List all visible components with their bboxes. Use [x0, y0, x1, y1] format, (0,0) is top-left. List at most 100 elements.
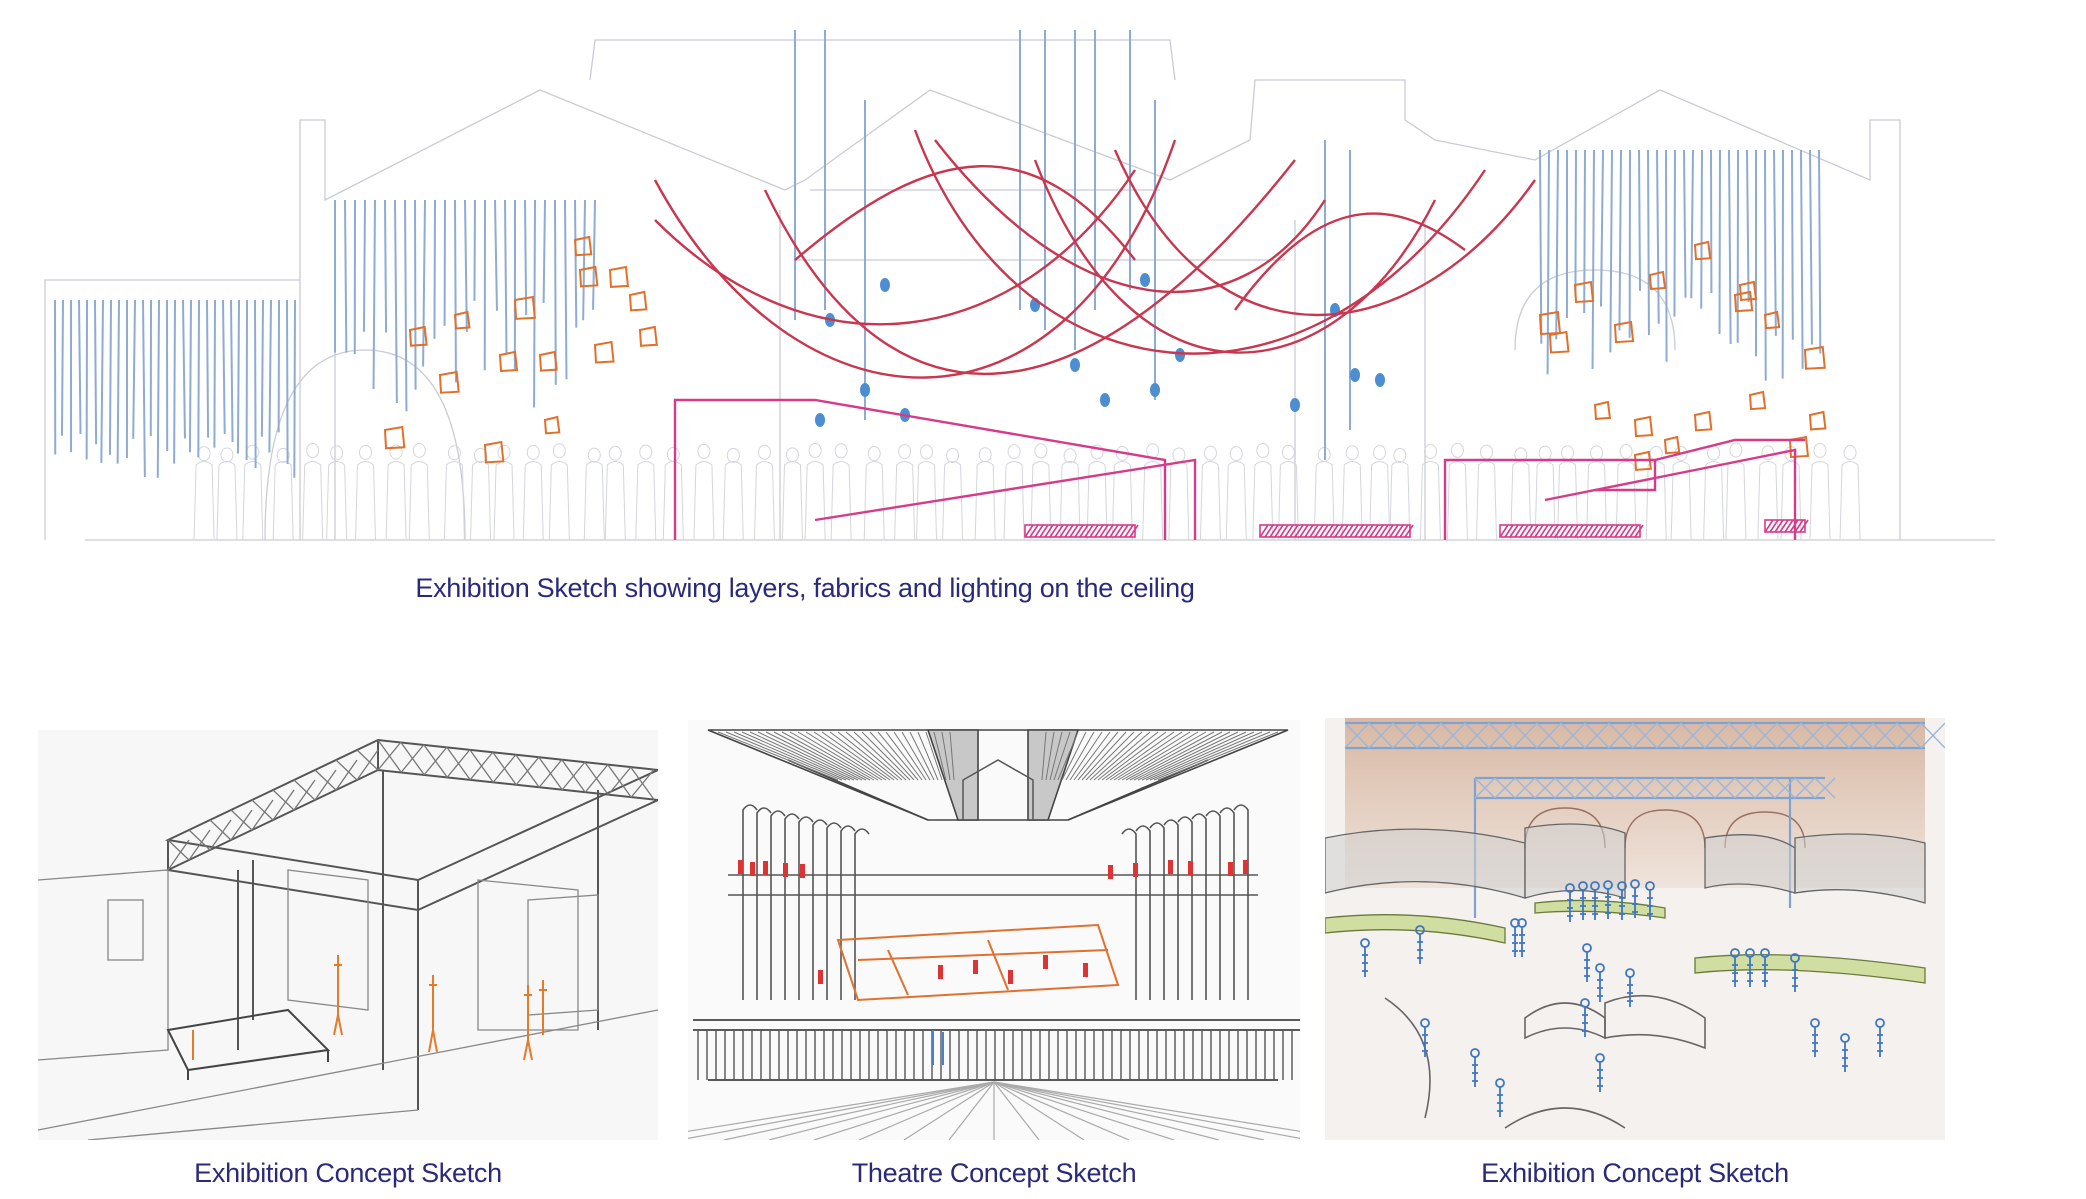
person-body [830, 461, 852, 541]
audience-figure [1168, 860, 1173, 874]
arch-column [770, 810, 786, 1000]
brace [1494, 777, 1516, 799]
figure-body [1417, 934, 1423, 964]
arch-column [1149, 822, 1165, 1000]
person-body [1059, 461, 1081, 541]
brace [423, 746, 448, 776]
bench-hatch [1044, 524, 1054, 538]
roof-hatch [749, 731, 855, 781]
person-body [1341, 461, 1363, 541]
fabric-strand [344, 199, 348, 353]
bench-hatch [1079, 524, 1089, 538]
orange-frame [408, 325, 428, 347]
brace [335, 759, 358, 791]
audience-figure [1108, 865, 1113, 879]
roof-hatch [1089, 731, 1143, 781]
brace [209, 819, 232, 851]
theatre-perspective-sketch-drawing [688, 720, 1300, 1140]
fabric-strand [1638, 149, 1642, 291]
fabric-strand [1690, 149, 1694, 299]
person-body [193, 461, 215, 541]
pink-hatched-benches [1024, 519, 1809, 538]
person-body [1809, 461, 1831, 541]
bench-hatch [1574, 524, 1584, 538]
roof-hatch [869, 731, 915, 781]
fabric-strand [60, 299, 64, 436]
bench-hatch [1614, 524, 1624, 538]
fabric-strand [433, 199, 436, 339]
audience-figure [1083, 963, 1088, 977]
bench-hatch [1779, 519, 1789, 533]
brace [1734, 777, 1756, 799]
brace [1800, 722, 1826, 749]
person-body [302, 461, 324, 541]
brace [584, 764, 609, 793]
arch-column [826, 822, 842, 1000]
bench-hatch [1529, 524, 1539, 538]
orange-frame [1693, 240, 1712, 261]
bench-hatch [1119, 524, 1129, 538]
brace [1512, 722, 1538, 749]
person-body [1476, 461, 1498, 541]
person-head [1256, 443, 1270, 459]
bench-hatch [1329, 524, 1339, 538]
person-head [1007, 444, 1021, 460]
bench-hatch [1769, 519, 1779, 533]
brace [1536, 722, 1562, 749]
bench-hatch [1109, 524, 1119, 538]
person-body [1645, 461, 1667, 541]
roof-hatch [885, 731, 923, 781]
bench-hatch [1299, 524, 1309, 538]
roof-hatch [925, 731, 943, 781]
person-head [1393, 447, 1407, 463]
person-head [1619, 443, 1633, 459]
front-balustrade [693, 1019, 1300, 1081]
floor-line [948, 1081, 995, 1140]
person-head [1761, 445, 1775, 461]
floor-line [993, 1081, 1220, 1140]
person-body [1725, 461, 1747, 541]
orange-frame [1648, 270, 1667, 291]
audience-figure [763, 861, 768, 875]
roof-hatch [1073, 731, 1111, 781]
blue-figures [1360, 879, 1885, 1117]
person-body [1419, 461, 1441, 541]
floor-perspective-lines [688, 1081, 1300, 1140]
orange-figures [192, 955, 547, 1061]
fabric-strand [213, 299, 216, 448]
bench-hatch [1519, 524, 1529, 538]
fabric-strand [1728, 149, 1732, 344]
person-body [1313, 461, 1335, 541]
floor-line [723, 1081, 995, 1140]
bench-hatch [1319, 524, 1329, 538]
bench-hatch [1599, 524, 1609, 538]
bench-outline [1259, 524, 1411, 538]
bench-hatch [1534, 524, 1544, 538]
bench-hatch [1539, 524, 1549, 538]
fabric-strand [197, 299, 200, 458]
person-body [1446, 461, 1468, 541]
bench-hatch [1594, 524, 1604, 538]
person-body [385, 461, 407, 541]
person-head [526, 444, 540, 460]
roof-hatch [877, 731, 919, 781]
fabric-strand [574, 199, 578, 328]
brace [1534, 777, 1556, 799]
person-head [1146, 443, 1160, 459]
arch-column [742, 804, 758, 1000]
fabric-strand [533, 199, 536, 408]
roof-hatch [1085, 731, 1135, 781]
roof-hatch [909, 731, 935, 781]
brace [1608, 722, 1634, 749]
fabric-strand [254, 299, 257, 468]
bench-hatch [1619, 524, 1629, 538]
light-drop [860, 383, 870, 397]
bench-hatch [1259, 524, 1269, 538]
brace [314, 769, 337, 791]
floor-line [993, 1081, 1265, 1140]
orange-frame [628, 290, 648, 312]
arch-column [1177, 816, 1193, 1000]
fabric-strand [182, 299, 186, 439]
stage-platform [836, 923, 1120, 1002]
bench-hatch [1279, 524, 1289, 538]
